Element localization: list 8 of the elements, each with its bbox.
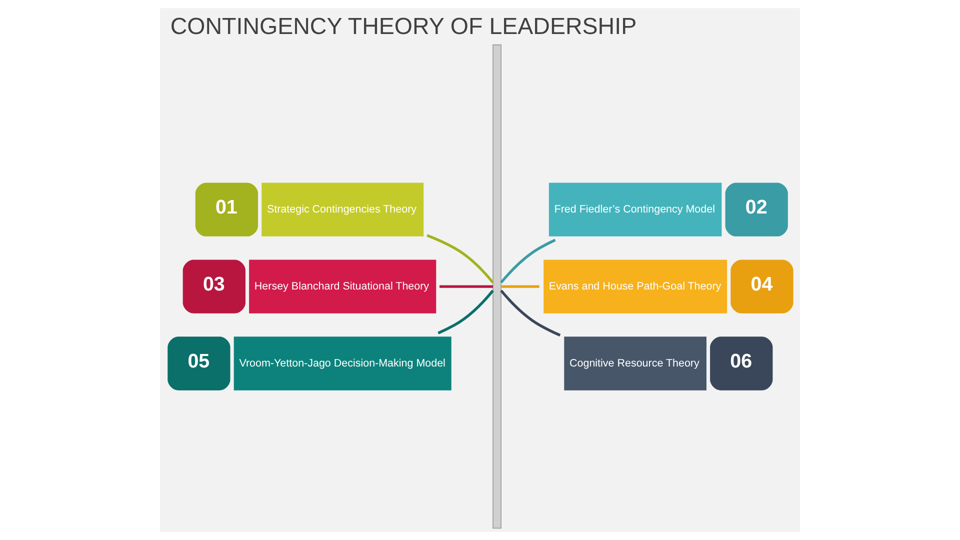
node-bar bbox=[492, 44, 502, 529]
connector bbox=[426, 234, 494, 284]
connector bbox=[500, 290, 561, 337]
connector bbox=[440, 285, 493, 288]
connector bbox=[500, 238, 556, 284]
diagram-title: CONTINGENCY THEORY OF LEADERSHIP bbox=[170, 12, 637, 39]
connector bbox=[501, 285, 540, 288]
connector bbox=[438, 290, 494, 334]
